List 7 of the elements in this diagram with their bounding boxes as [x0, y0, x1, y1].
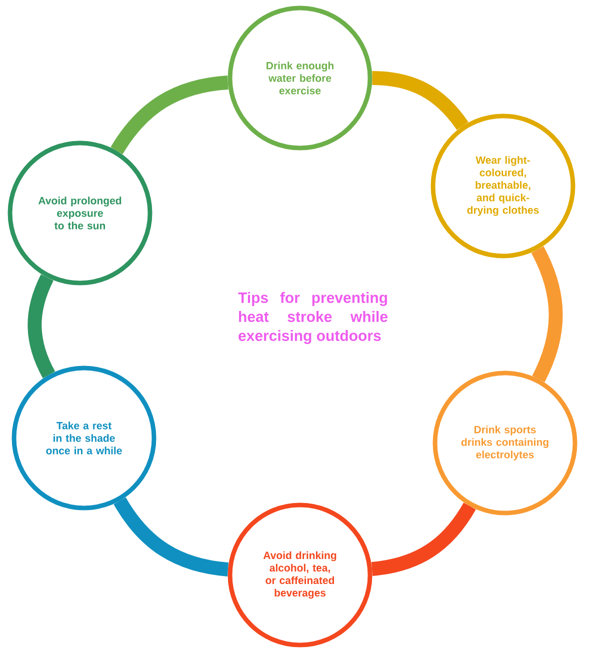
ring-segment	[371, 502, 476, 576]
ring-segment	[531, 246, 563, 382]
ring-segment	[372, 71, 468, 130]
ring-segment	[114, 497, 229, 576]
ring-segment	[28, 274, 56, 378]
center-title: Tips for preventing heat stroke while exercising outdoors	[238, 292, 388, 344]
ring-segment	[110, 75, 229, 154]
